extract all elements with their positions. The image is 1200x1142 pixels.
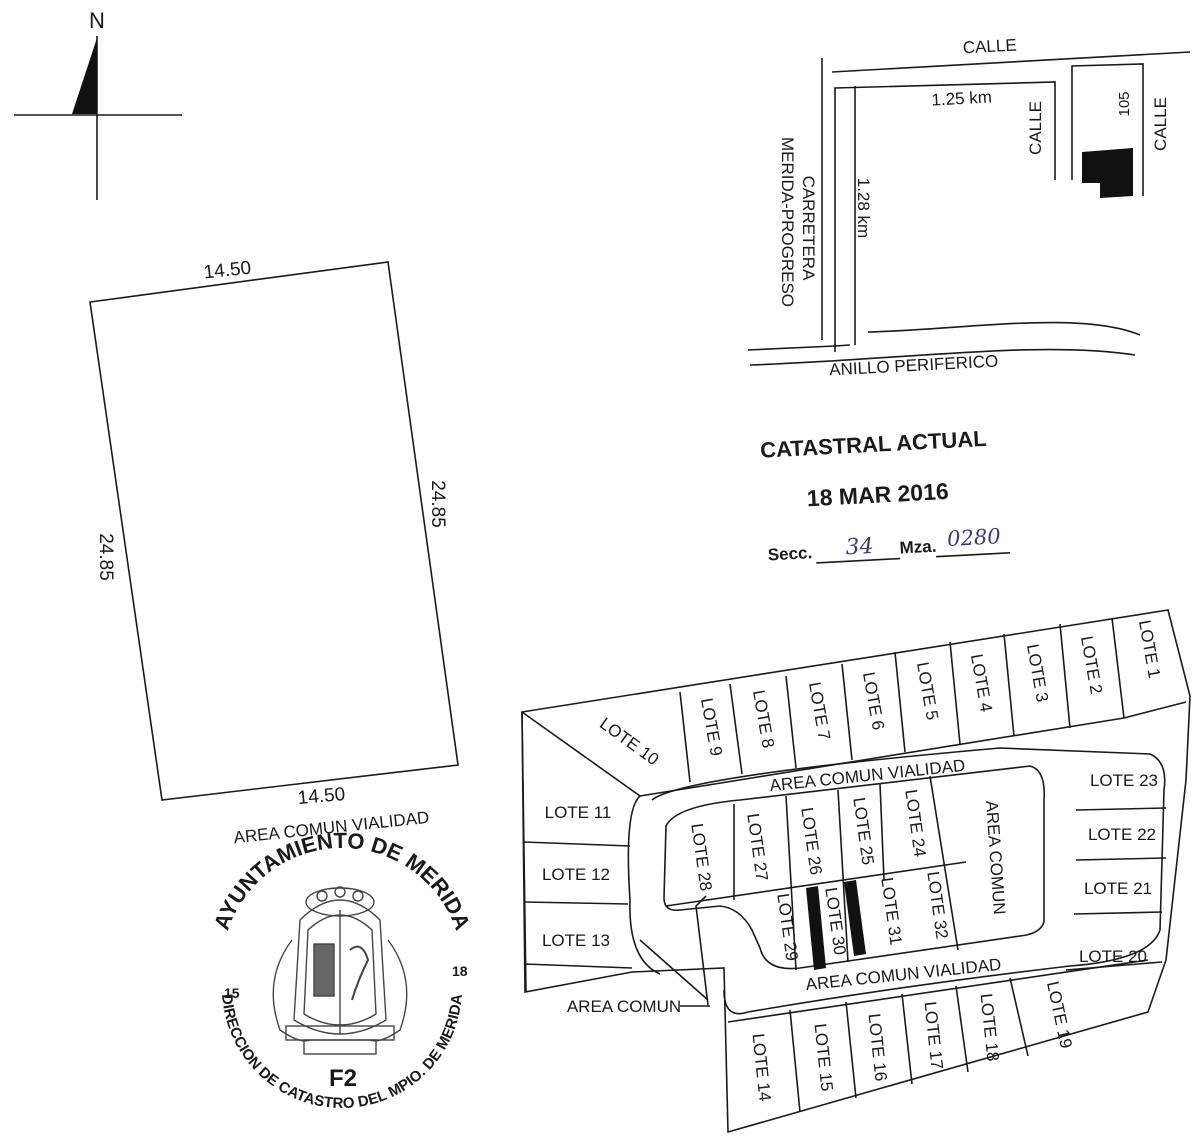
- street-right-label: CALLE: [1151, 97, 1170, 151]
- lots-top-row: [521, 617, 1187, 797]
- stamp-title: CATASTRAL ACTUAL: [760, 426, 987, 463]
- lot-8-label: LOTE 8: [749, 689, 778, 750]
- parcel-dim-right: 24.85: [427, 480, 448, 528]
- lot-15-label: LOTE 15: [810, 1023, 836, 1093]
- catastral-stamp: CATASTRAL ACTUAL 18 MAR 2016 Secc. 34 Mz…: [760, 426, 1011, 564]
- property-parcel: 14.50 14.50 24.85 24.85 AREA COMUN VIALI…: [89, 258, 459, 847]
- seal-year-left: 15: [224, 985, 240, 1001]
- lot-9-label: LOTE 9: [697, 697, 726, 758]
- lots-left-column: [521, 711, 633, 993]
- lot-30-label: LOTE 30: [821, 886, 849, 956]
- lot-23-label: LOTE 23: [1090, 771, 1158, 790]
- lot-12-label: LOTE 12: [542, 865, 610, 884]
- highway-label-line2: MERIDA-PROGRESO: [778, 137, 797, 307]
- parcel-dim-bottom: 14.50: [297, 784, 346, 809]
- seal-code: F2: [329, 1065, 357, 1092]
- street-number-label: 105: [1116, 91, 1133, 116]
- target-lot-marker: [1082, 148, 1133, 198]
- lot-20-label: LOTE 20: [1079, 947, 1147, 966]
- distance-horizontal: 1.25 km: [931, 87, 992, 109]
- distance-vertical: 1.28 km: [854, 178, 873, 238]
- north-label: N: [89, 8, 105, 33]
- lot-7-label: LOTE 7: [805, 681, 834, 742]
- lot-26-label: LOTE 26: [797, 806, 825, 876]
- lot-27-label: LOTE 27: [743, 812, 771, 882]
- lot-2-label: LOTE 2: [1077, 635, 1106, 696]
- stamp-date: 18 MAR 2016: [806, 478, 949, 511]
- common-area-inner-label: AREA COMUN: [982, 800, 1009, 915]
- lots-bottom-row: [727, 959, 1149, 1113]
- lot-1-label: LOTE 1: [1135, 619, 1164, 680]
- lot-14-label: LOTE 14: [748, 1033, 774, 1103]
- lot-31-label: LOTE 31: [877, 876, 905, 946]
- lot-10-label: LOTE 10: [596, 714, 662, 769]
- lot-25-label: LOTE 25: [849, 796, 877, 866]
- parcel-dim-left: 24.85: [95, 533, 116, 581]
- lot-16-label: LOTE 16: [864, 1013, 890, 1083]
- seal-bottom-arc: DIRECCION DE CATASTRO DEL MPIO. DE MERID…: [218, 993, 466, 1112]
- lots-right-column: [1065, 807, 1167, 971]
- lot-22-label: LOTE 22: [1088, 825, 1156, 844]
- ring-road-label: ANILLO PERIFERICO: [829, 352, 999, 380]
- lot-17-label: LOTE 17: [920, 1001, 946, 1071]
- lot-29-label: LOTE 29: [773, 892, 801, 962]
- lot-11-label: LOTE 11: [545, 803, 612, 822]
- stamp-mza-label: Mza.: [899, 537, 937, 558]
- lot-5-label: LOTE 5: [913, 661, 942, 722]
- highlight-lot-30-left: [806, 886, 826, 970]
- lot-13-label: LOTE 13: [542, 931, 610, 950]
- lot-28-label: LOTE 28: [687, 822, 715, 892]
- lot-18-label: LOTE 18: [976, 993, 1002, 1063]
- street-top-label: CALLE: [962, 36, 1017, 58]
- location-sketch: CALLE 1.25 km CALLE 105 CALLE CARRETERA …: [747, 36, 1191, 380]
- lot-19-label: LOTE 19: [1043, 980, 1076, 1051]
- coat-of-arms-icon: [272, 886, 408, 1055]
- lot-24-label: LOTE 24: [901, 788, 929, 858]
- lot-21-label: LOTE 21: [1084, 879, 1152, 898]
- highlight-lot-30-right: [844, 880, 866, 956]
- stamp-secc-value: 34: [845, 534, 874, 560]
- street-mid-label: CALLE: [1026, 101, 1045, 155]
- parcel-dim-top: 14.50: [203, 258, 252, 284]
- road-top-label: AREA COMUN VIALIDAD: [769, 756, 966, 795]
- stamp-secc-label: Secc.: [767, 543, 812, 564]
- highway-label-line1: CARRETERA: [799, 176, 818, 282]
- municipal-seal: AYUNTAMIENTO DE MERIDA DIRECCION DE CATA…: [209, 828, 475, 1112]
- seal-year-right: 18: [452, 963, 468, 979]
- lot-labels: LOTE 1 LOTE 2 LOTE 3 LOTE 4 LOTE 5 LOTE …: [542, 619, 1164, 1103]
- lot-6-label: LOTE 6: [859, 671, 888, 732]
- common-area-callout-label: AREA COMUN: [567, 997, 681, 1016]
- lot-3-label: LOTE 3: [1023, 643, 1052, 704]
- lot-4-label: LOTE 4: [967, 653, 996, 714]
- north-arrow-icon: N: [14, 8, 182, 200]
- inner-block-lots: [665, 775, 967, 971]
- subdivision-plan: LOTE 1 LOTE 2 LOTE 3 LOTE 4 LOTE 5 LOTE …: [521, 609, 1191, 1134]
- stamp-mza-value: 0280: [947, 524, 1002, 551]
